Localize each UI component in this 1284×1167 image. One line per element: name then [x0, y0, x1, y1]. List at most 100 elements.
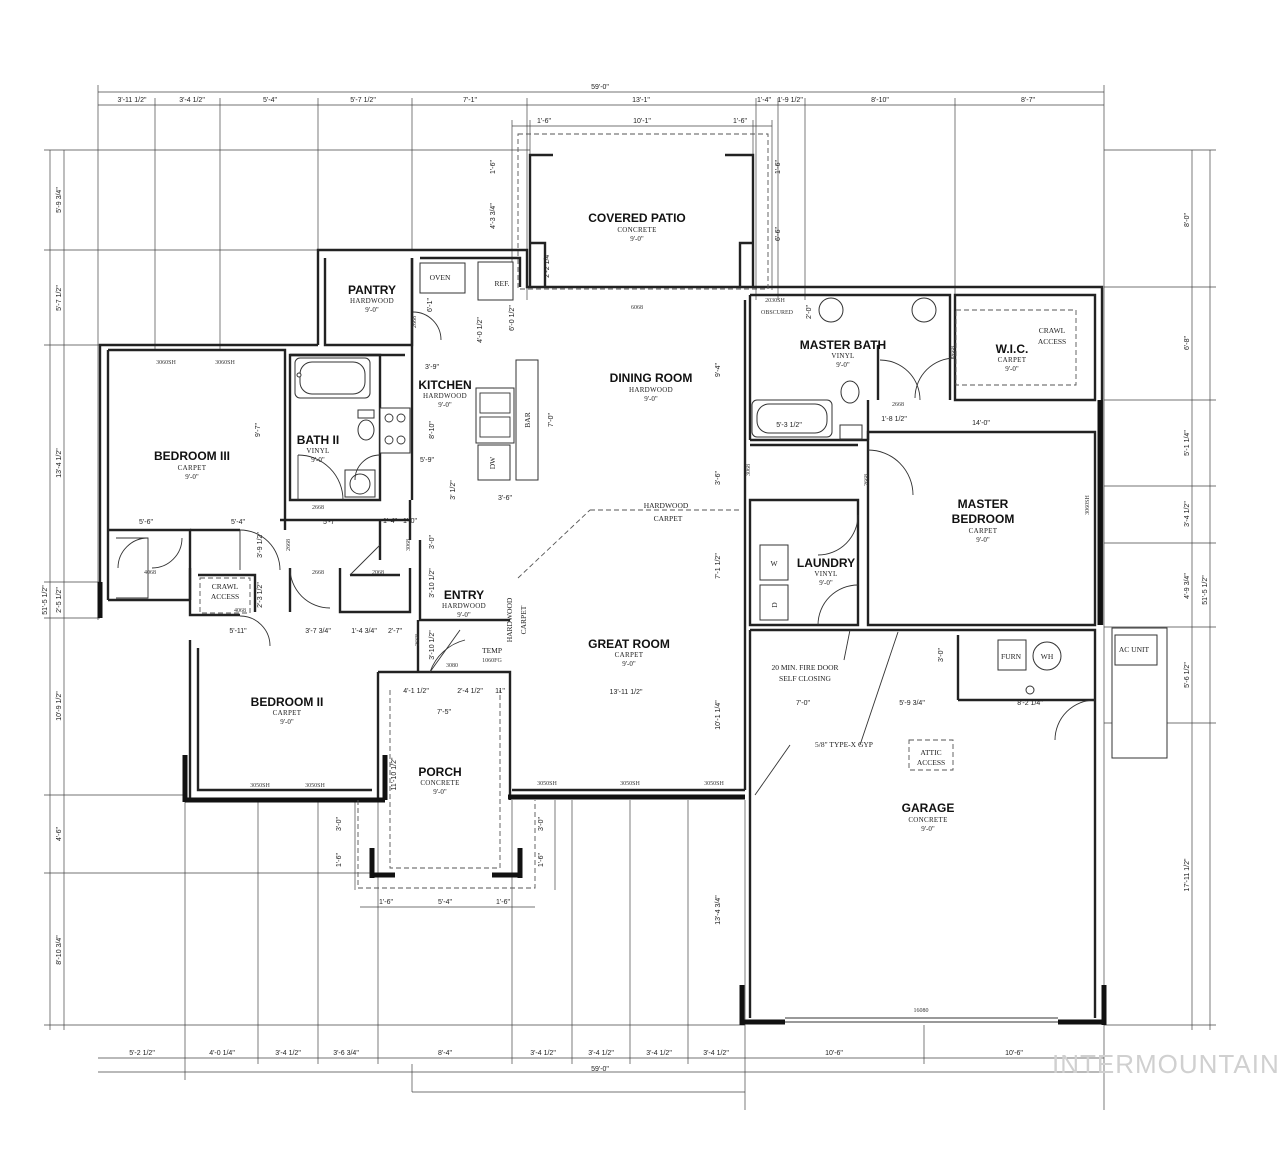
fire-door-note-1: 20 MIN. FIRE DOOR — [771, 663, 838, 672]
room-name: PANTRY — [348, 283, 396, 297]
room-floor: CONCRETE — [908, 816, 947, 824]
window-tag: 3050SH — [620, 781, 640, 787]
left-dim: 5'-7 1/2" — [56, 285, 63, 311]
dim: 2'-3 1/2" — [257, 582, 264, 608]
bottom-dim: 3'-4 1/2" — [275, 1050, 301, 1057]
dim: 7'-0" — [796, 700, 810, 707]
room-height: 9'-0" — [433, 788, 447, 796]
window-tag: 3060SH — [156, 360, 176, 366]
room-height: 9'-0" — [644, 395, 658, 403]
temp-label: TEMP — [482, 646, 502, 655]
room-laundry: LAUNDRY VINYL 9'-0" — [797, 556, 855, 587]
room-floor: CARPET — [273, 709, 302, 717]
doors — [116, 311, 1096, 1023]
furn-label: FURN — [1001, 652, 1022, 661]
attic-label: ATTIC — [920, 748, 941, 757]
oven — [419, 262, 466, 294]
left-dim: 4'-6" — [56, 827, 63, 841]
carpet-transition: CARPET — [654, 514, 683, 523]
patio-dim: 1'-6" — [537, 118, 551, 125]
door-tag: 4068 — [234, 608, 246, 614]
dim: 4'-3 3/4" — [490, 203, 497, 229]
dim: 7'-1 1/2" — [715, 553, 722, 579]
room-porch: PORCH CONCRETE 9'-0" — [418, 765, 461, 796]
room-height: 9'-0" — [630, 235, 644, 243]
exterior-heavy-walls — [97, 400, 1107, 1025]
fixture-labels: OVEN REF. BAR DW HARDWOOD CARPET HARDWOO… — [211, 273, 1150, 767]
interior-dimensions: 1'-6" 4'-3 3/4" 2'-2 1/4" 1'-6" 6'-6" 6'… — [139, 160, 1043, 925]
room-floor: CARPET — [969, 527, 998, 535]
room-bedroom-ii: BEDROOM II CARPET 9'-0" — [251, 695, 324, 726]
left-dim: 13'-4 1/2" — [56, 448, 63, 478]
leader-lines — [754, 629, 899, 796]
dim: 6'-0 1/2" — [509, 305, 516, 331]
dim: 4'-1 1/2" — [403, 688, 429, 695]
window-tag: 3050SH — [305, 783, 325, 789]
room-name: ENTRY — [444, 588, 484, 602]
dim: 2'-2 1/4" — [544, 252, 551, 278]
dim: 3'-0" — [938, 648, 945, 662]
dim: 13'-11 1/2" — [610, 689, 643, 696]
bottom-dim: 10'-6" — [1005, 1050, 1023, 1057]
room-name: MASTER BATH — [800, 338, 886, 352]
dashed-outlines — [199, 133, 1077, 889]
dim: 9'-7" — [255, 423, 262, 437]
right-dim: 4'-9 3/4" — [1184, 573, 1191, 599]
patio-dim: 10'-1" — [633, 118, 651, 125]
schedule-tags: 3060SH 3060SH 3050SH 3050SH 3050SH 3050S… — [144, 298, 1091, 1014]
dim: 5'-7" — [323, 519, 337, 526]
top-dim: 3'-11 1/2" — [118, 97, 148, 104]
room-height: 9'-0" — [1005, 365, 1019, 373]
furnace — [997, 639, 1027, 671]
room-kitchen: KITCHEN HARDWOOD 9'-0" — [418, 378, 471, 409]
dim: 3'-7 3/4" — [305, 628, 331, 635]
bottom-dim: 3'-4 1/2" — [646, 1050, 672, 1057]
dim: 13'-4 3/4" — [715, 895, 722, 925]
dim: 8'-2 1/4" — [1017, 700, 1043, 707]
room-floor: CARPET — [615, 651, 644, 659]
dim: 5'-4" — [438, 899, 452, 906]
room-floor: HARDWOOD — [423, 392, 467, 400]
shower — [839, 424, 863, 440]
dim: 3'-0" — [336, 817, 343, 831]
door-tag: 2068 — [372, 570, 384, 576]
room-name: LAUNDRY — [797, 556, 855, 570]
top-dim: 1'-4" — [757, 97, 771, 104]
room-floor: HARDWOOD — [442, 602, 486, 610]
door-tag: 3080 — [446, 663, 458, 669]
room-dining-room: DINING ROOM HARDWOOD 9'-0" — [610, 371, 693, 403]
top-dim: 1'-9 1/2" — [777, 97, 803, 104]
room-name: BATH II — [297, 433, 339, 447]
bottom-dim: 3'-4 1/2" — [530, 1050, 556, 1057]
dim: 1'-6" — [496, 899, 510, 906]
right-dim: 17'-11 1/2" — [1184, 858, 1191, 891]
room-garage: GARAGE CONCRETE 9'-0" — [902, 801, 955, 833]
dim: 3'-9 1/2" — [257, 532, 264, 558]
dim: 8'-10" — [429, 421, 436, 439]
refrigerator — [477, 261, 514, 301]
dim: 3' 1/2" — [450, 480, 457, 500]
overall-width-bottom: 59'-0" — [591, 1066, 609, 1073]
dim: 3'-10 1/2" — [429, 568, 436, 598]
dim: 3'-9" — [425, 364, 439, 371]
room-height: 9'-0" — [365, 306, 379, 314]
room-name: KITCHEN — [418, 378, 471, 392]
room-name: GREAT ROOM — [588, 637, 670, 651]
washer-label: W — [770, 559, 778, 568]
obscured-label: OBSCURED — [761, 310, 794, 316]
bottom-dim: 8'-4" — [438, 1050, 452, 1057]
access-label-3: ACCESS — [917, 758, 945, 767]
dim: 5'-4" — [231, 519, 245, 526]
room-height: 9'-0" — [311, 456, 325, 464]
room-height: 9'-0" — [185, 473, 199, 481]
dim: 1'-6" — [379, 899, 393, 906]
left-overall: 51'-5 1/2" — [42, 585, 49, 615]
range — [379, 407, 411, 454]
right-dim: 6'-8" — [1184, 336, 1191, 350]
door-tag: 3068 — [406, 539, 412, 551]
room-master-bedroom: MASTER BEDROOM CARPET 9'-0" — [952, 497, 1015, 544]
hardwood-transition-v: HARDWOOD — [505, 597, 514, 642]
top-dim: 5'-7 1/2" — [350, 97, 376, 104]
left-dim: 2'-5 1/2" — [56, 587, 63, 613]
dim: 5'-3 1/2" — [776, 422, 802, 429]
